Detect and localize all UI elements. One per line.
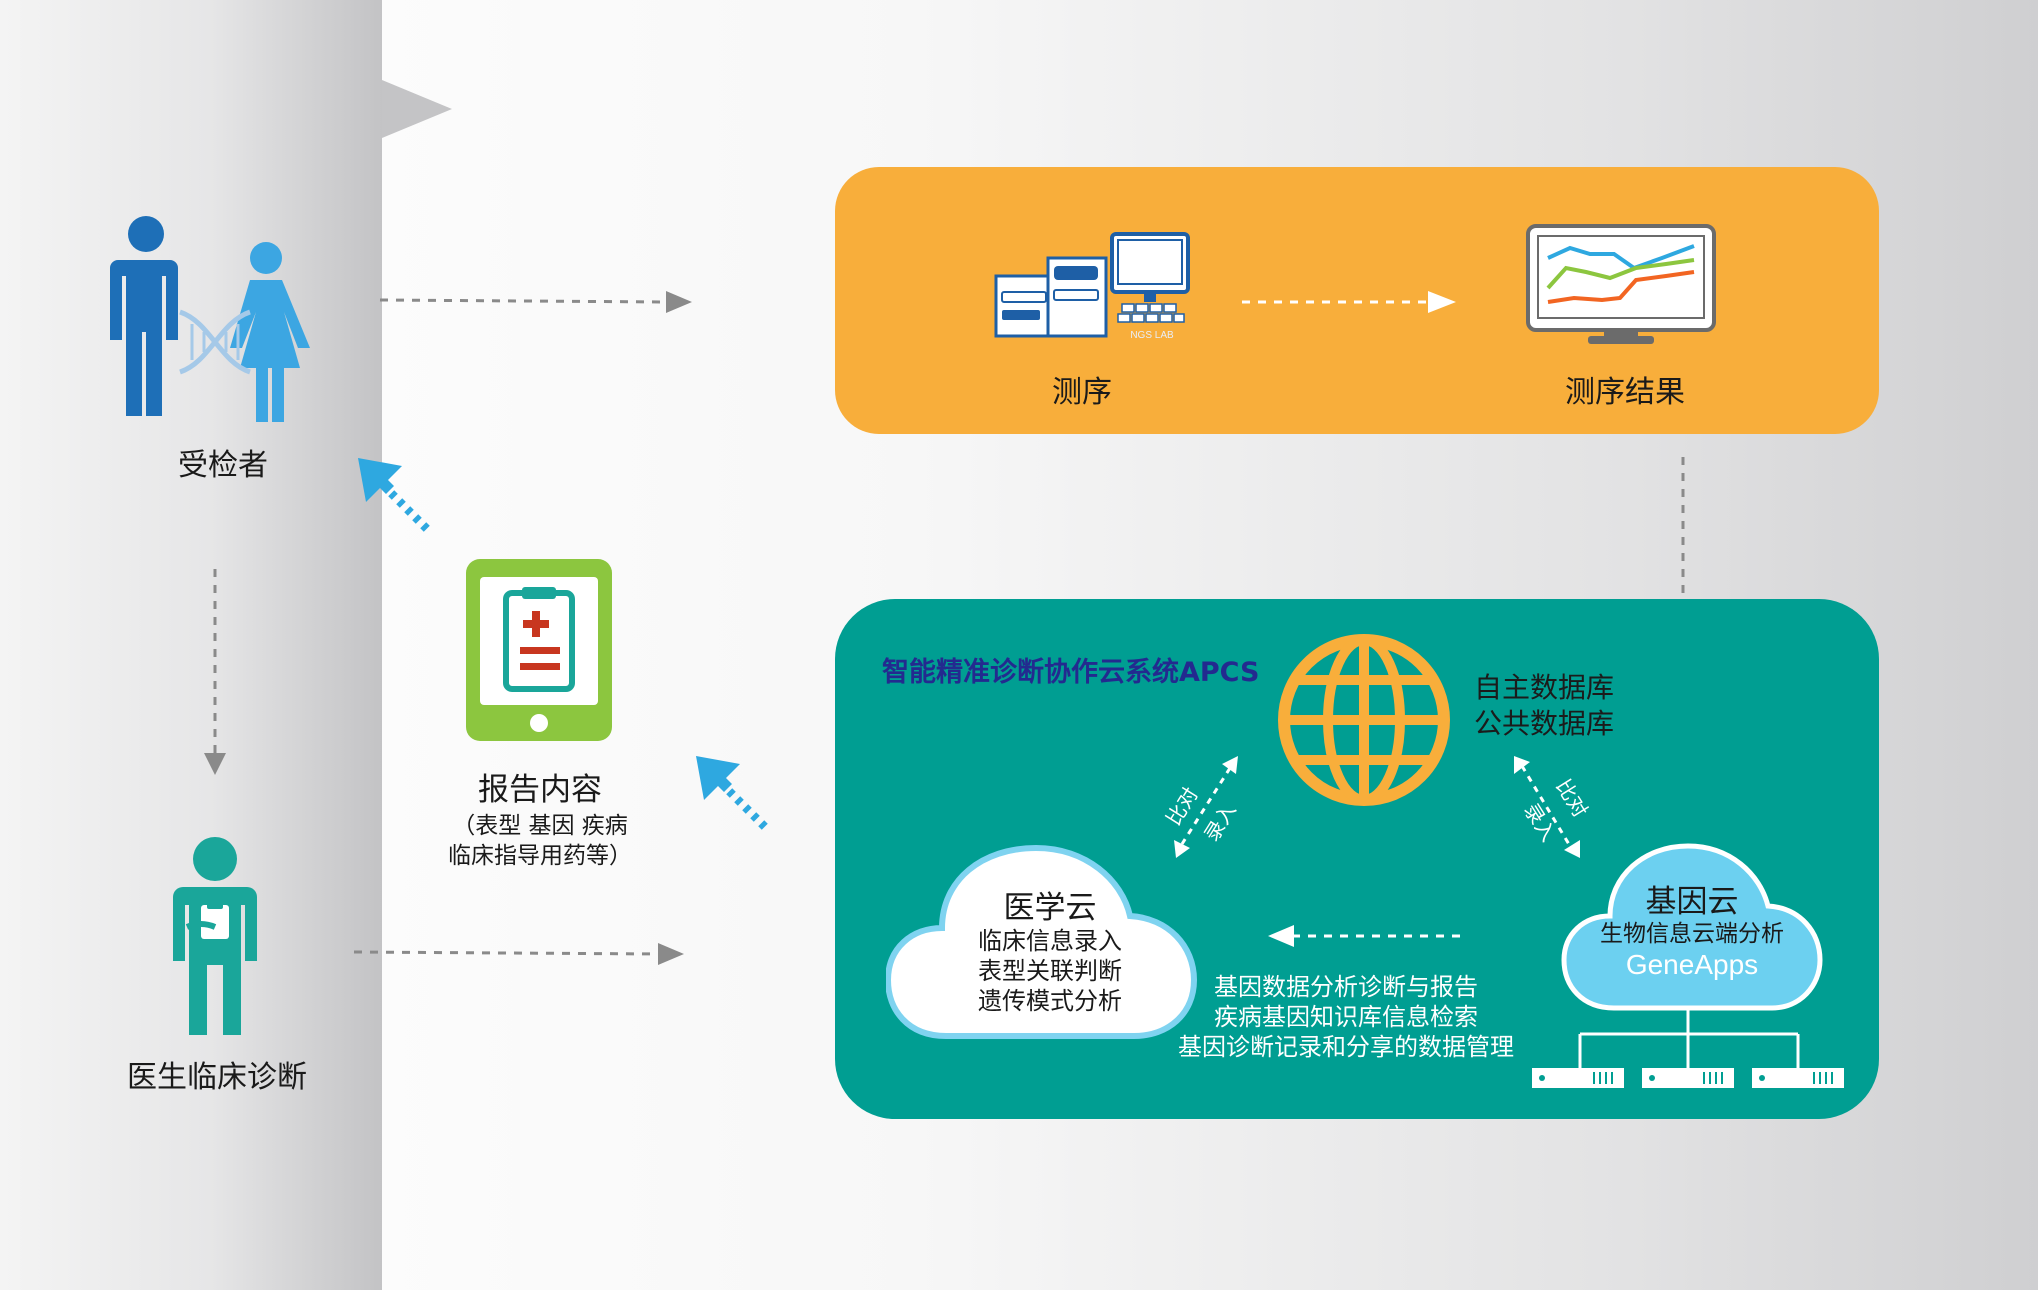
doctor-icon (173, 837, 257, 1035)
gene-cloud-shape (1561, 843, 1823, 1011)
medical-cloud-line: 表型关联判断 (978, 957, 1122, 985)
doctor-label: 医生临床诊断 (127, 1060, 307, 1095)
medical-cloud-shape (886, 844, 1198, 1039)
medical-cloud-line: 遗传模式分析 (978, 987, 1122, 1015)
lane-pointer (382, 80, 452, 138)
gene-cloud-title: 基因云 (1645, 884, 1739, 920)
ngs-lab-caption: NGS LAB (1130, 330, 1174, 341)
report-title: 报告内容 (478, 772, 602, 808)
gene-analysis-features: 基因数据分析诊断与报告 疾病基因知识库信息检索 基因诊断记录和分享的数据管理 (1138, 972, 1554, 1062)
subject-people-icon (110, 216, 310, 422)
right-input-label: 录入 (1519, 799, 1561, 846)
server-icon (1532, 1068, 1624, 1088)
analysis-line: 基因数据分析诊断与报告 (1214, 973, 1478, 1001)
doctor-to-apcs-arrow (353, 943, 684, 965)
server-icon (1752, 1068, 1844, 1088)
return-to-subject-arrow (358, 458, 430, 532)
public-database: 公共数据库 (1474, 707, 1615, 740)
medical-cloud-title: 医学云 (1003, 890, 1097, 926)
database-text: 自主数据库 公共数据库 (1474, 670, 1614, 742)
report-detail-line1: （表型 基因 疾病 (452, 813, 628, 839)
subject-to-sequencing-arrow (379, 291, 692, 313)
report-detail-line2: 临床指导用药等） (448, 843, 632, 869)
gene-cloud-exchange-arrow: 比对 录入 (1514, 756, 1593, 858)
medical-cloud: 医学云 临床信息录入 表型关联判断 遗传模式分析 (940, 890, 1160, 1016)
result-monitor-icon (1526, 224, 1716, 344)
server-network-icon (1532, 1008, 1844, 1088)
own-database: 自主数据库 (1474, 671, 1615, 704)
apcs-title: 智能精准诊断协作云系统APCS (882, 657, 1260, 688)
left-input-label: 录入 (1199, 799, 1241, 846)
medical-cloud-line: 临床信息录入 (978, 927, 1122, 955)
ngs-lab-icon: NGS LAB (994, 232, 1190, 341)
server-icon (1642, 1068, 1734, 1088)
subject-to-doctor-arrow (204, 569, 226, 775)
gene-cloud-subtitle: 生物信息云端分析 (1600, 921, 1784, 947)
sequencing-label: 测序 (1052, 375, 1112, 410)
result-label: 测序结果 (1565, 375, 1685, 410)
medical-cloud-exchange-arrow: 比对 录入 (1161, 756, 1241, 858)
left-lane (0, 0, 382, 1290)
report-tablet-icon (466, 559, 612, 741)
globe-icon (1278, 634, 1450, 806)
analysis-line: 基因诊断记录和分享的数据管理 (1178, 1033, 1514, 1061)
gene-to-medical-arrow (1268, 925, 1460, 947)
right-compare-label: 比对 (1551, 775, 1593, 822)
sequencing-to-result-arrow (1242, 291, 1456, 313)
analysis-line: 疾病基因知识库信息检索 (1214, 1003, 1478, 1031)
gene-apps-brand: GeneApps (1625, 949, 1759, 980)
gene-cloud: 基因云 生物信息云端分析 GeneApps (1572, 884, 1812, 982)
subject-label: 受检者 (178, 448, 268, 483)
return-to-report-arrow (696, 756, 768, 830)
